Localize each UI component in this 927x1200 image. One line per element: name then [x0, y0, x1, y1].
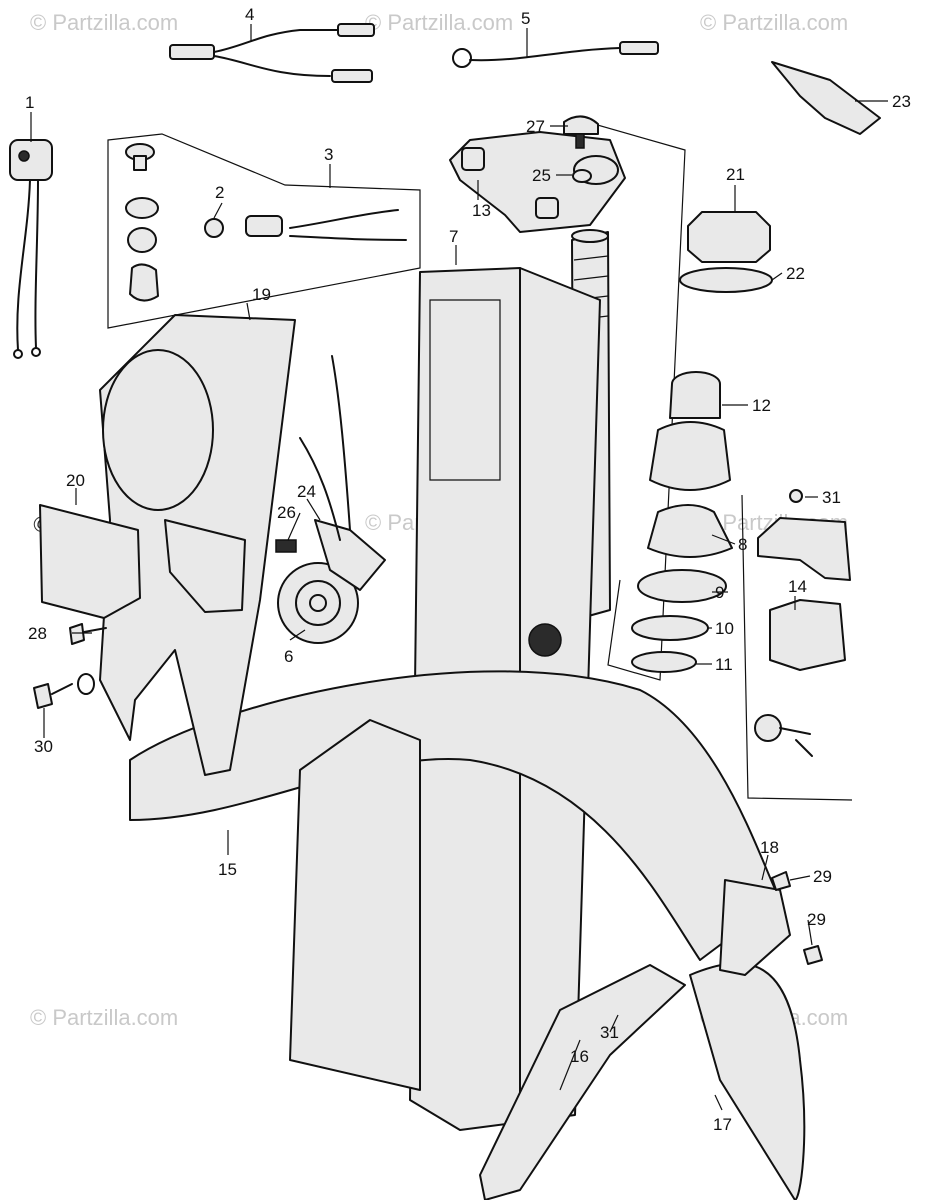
callout-16: 16 — [570, 1047, 589, 1066]
watermark: © Partzilla.com — [30, 10, 178, 35]
bearing-stack — [631, 371, 733, 673]
callout-23: 23 — [892, 92, 911, 111]
part-28-screw — [69, 623, 107, 645]
part-4-harness — [169, 23, 375, 83]
part-16-bracket — [479, 964, 686, 1200]
part-29-screws — [771, 871, 823, 965]
leader-lines — [30, 24, 888, 1111]
part-23-plate — [771, 61, 881, 135]
part-18-stay — [719, 879, 791, 976]
part-17-mudguard — [689, 962, 806, 1200]
part-1-socket — [9, 139, 53, 359]
callout-4: 4 — [245, 5, 254, 24]
callout-25: 25 — [532, 166, 551, 185]
part-14-lock — [754, 489, 851, 757]
callout-20: 20 — [66, 471, 85, 490]
callout-18: 18 — [760, 838, 779, 857]
callout-1: 1 — [25, 93, 34, 112]
callout-19: 19 — [252, 285, 271, 304]
callout-6: 6 — [284, 647, 293, 666]
callout-15: 15 — [218, 860, 237, 879]
callout-21: 21 — [726, 165, 745, 184]
callout-26: 26 — [277, 503, 296, 522]
callout-3: 3 — [324, 145, 333, 164]
callout-14: 14 — [788, 577, 807, 596]
callout-2: 2 — [215, 183, 224, 202]
part-22-washer — [679, 267, 773, 293]
callouts: 1 2 3 4 5 6 7 8 9 10 11 12 13 14 15 16 1… — [25, 5, 911, 1134]
watermark: © Partzilla.com — [365, 10, 513, 35]
part-21-nut — [687, 211, 771, 263]
callout-30: 30 — [34, 737, 53, 756]
callout-12: 12 — [752, 396, 771, 415]
group-frame-lock — [741, 494, 853, 801]
part-6-horn — [275, 355, 386, 644]
callout-31: 31 — [600, 1023, 619, 1042]
callout-8: 8 — [738, 535, 747, 554]
callout-22: 22 — [786, 264, 805, 283]
callout-11: 11 — [715, 655, 733, 674]
part-3-fastener-set — [125, 143, 407, 302]
callout-17: 17 — [713, 1115, 732, 1134]
part-20-emblem — [39, 504, 141, 619]
callout-7: 7 — [449, 227, 458, 246]
callout-27: 27 — [526, 117, 545, 136]
callout-10: 10 — [715, 619, 734, 638]
callout-5: 5 — [521, 9, 530, 28]
callout-24: 24 — [297, 482, 316, 501]
callout-31: 31 — [822, 488, 841, 507]
watermark: © Partzilla.com — [30, 1005, 178, 1030]
part-13-top-plate — [449, 115, 626, 233]
callout-13: 13 — [472, 201, 491, 220]
callout-29: 29 — [807, 910, 826, 929]
part-30-screw — [33, 673, 95, 709]
callout-9: 9 — [715, 583, 724, 602]
group-frame-steering — [579, 119, 686, 681]
callout-29: 29 — [813, 867, 832, 886]
part-5-cable — [452, 41, 659, 68]
watermark: © Partzilla.com — [700, 10, 848, 35]
part-19-headlight-case — [99, 314, 296, 776]
callout-28: 28 — [28, 624, 47, 643]
part-15-lower — [289, 719, 421, 1091]
group-frame-3 — [107, 133, 421, 329]
